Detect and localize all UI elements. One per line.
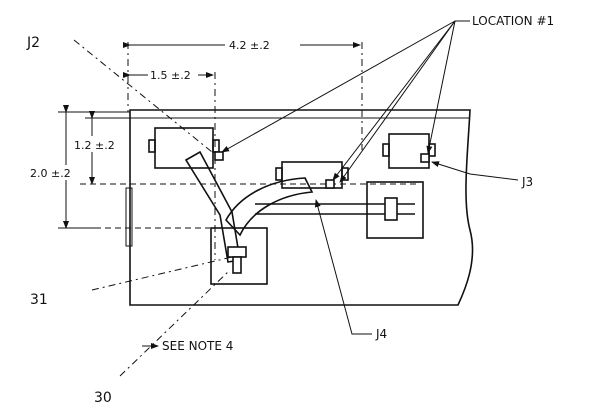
connector-j3 (382, 133, 436, 169)
connector-j2 (148, 127, 224, 169)
clamp-31-screw (232, 256, 242, 274)
dim-text-width-overall: 4.2 ±.2 (229, 39, 270, 52)
dim-text-width-inner: 1.5 ±.2 (150, 69, 191, 82)
leader-j3 (431, 161, 519, 181)
leaders-location (221, 20, 470, 183)
label-item-30: 30 (94, 390, 112, 406)
label-location: LOCATION #1 (472, 14, 554, 28)
label-j2: J2 (26, 35, 40, 51)
bracket-plate-left (210, 227, 268, 285)
leader-31 (91, 256, 233, 291)
panel-outline (129, 109, 474, 306)
label-item-31: 31 (30, 292, 48, 308)
rod-clamp (384, 197, 398, 221)
bracket-plate-right (366, 181, 424, 239)
cable-bundle-b (225, 177, 314, 237)
leader-30 (119, 269, 231, 377)
harness-rod (255, 203, 385, 215)
dim-text-height-overall: 2.0 ±.2 (30, 167, 71, 180)
leader-j2 (73, 39, 213, 153)
label-j4: J4 (375, 327, 387, 341)
dim-text-height-inner: 1.2 ±.2 (74, 139, 115, 152)
label-note: SEE NOTE 4 (162, 339, 233, 353)
rod-end (397, 203, 415, 215)
leader-j4 (314, 199, 372, 335)
edge-slot (125, 187, 133, 247)
clamp-31 (227, 246, 247, 258)
dim-height-inner (85, 111, 130, 185)
label-j3: J3 (521, 175, 533, 189)
